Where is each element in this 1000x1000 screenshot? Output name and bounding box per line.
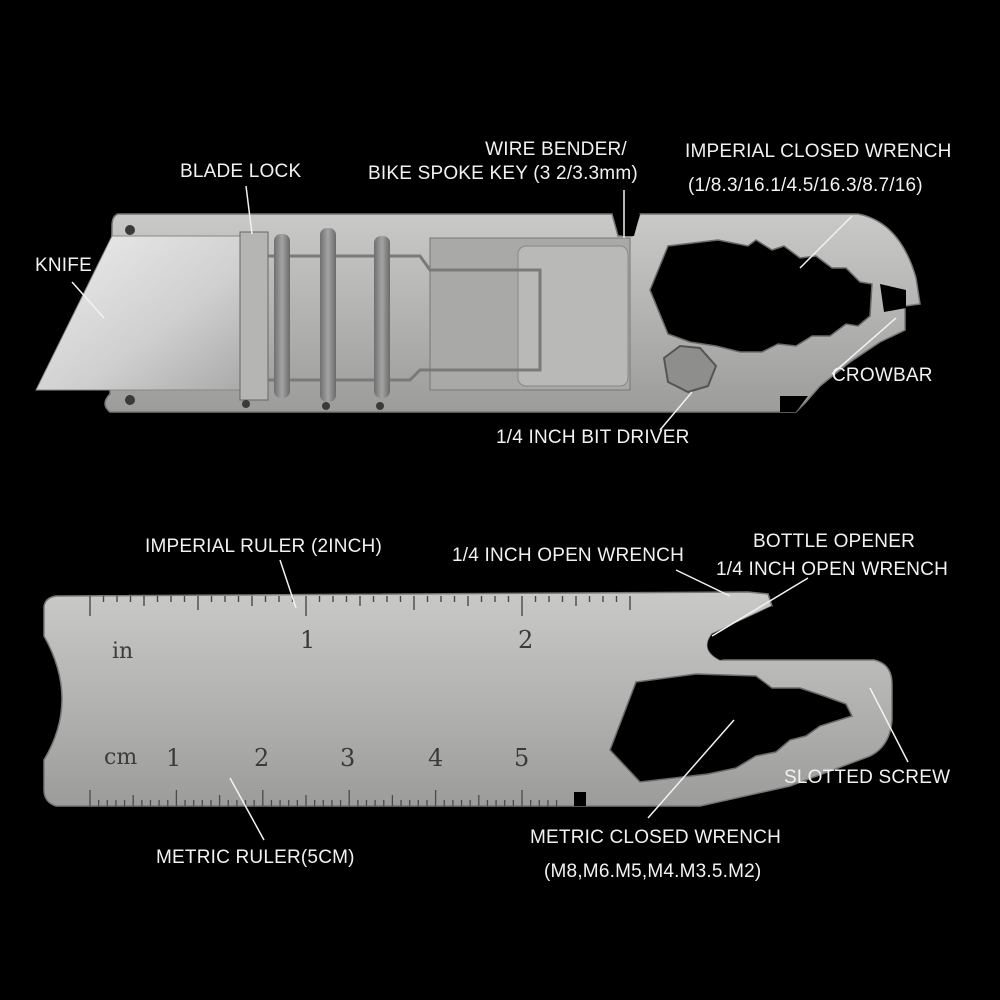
label-imperial-closed-line1: IMPERIAL CLOSED WRENCH xyxy=(685,141,952,162)
metric-wrench-opening xyxy=(609,673,854,783)
leader-blade-lock xyxy=(245,185,253,235)
spring-rod-1 xyxy=(274,234,290,398)
label-metric-ruler: METRIC RULER(5CM) xyxy=(156,847,355,868)
label-knife: KNIFE xyxy=(35,255,92,276)
leader-bottle-opener xyxy=(711,577,809,637)
leader-bit-driver xyxy=(659,391,693,431)
spring-rod-3 xyxy=(374,236,390,398)
label-wire-bender-line2: BIKE SPOKE KEY (3 2/3.3mm) xyxy=(368,163,638,184)
label-bit-driver: 1/4 INCH BIT DRIVER xyxy=(496,427,690,448)
label-imperial-closed-line2: (1/8.3/16.1/4.5/16.3/8.7/16) xyxy=(688,175,923,196)
imperial-wrench-opening xyxy=(649,239,873,353)
leader-metric-ruler xyxy=(229,777,265,841)
label-crowbar: CROWBAR xyxy=(832,365,933,386)
leader-crowbar xyxy=(831,317,897,375)
label-imperial-ruler: IMPERIAL RULER (2INCH) xyxy=(145,536,383,557)
spring-rod-2 xyxy=(320,228,336,402)
leader-metric-closed xyxy=(647,719,735,819)
cm-unit-label: cm xyxy=(104,745,137,770)
leader-open-wrench xyxy=(675,569,731,597)
leader-imperial-closed xyxy=(799,215,853,269)
inch-unit-label: in xyxy=(112,639,133,664)
blade-lock-frame[interactable] xyxy=(239,231,269,401)
bottom-multitool xyxy=(43,591,893,807)
leader-knife xyxy=(71,281,105,319)
label-bottle-opener-line1: BOTTLE OPENER xyxy=(753,531,916,552)
label-blade-lock: BLADE LOCK xyxy=(180,161,302,182)
cm-number-5: 5 xyxy=(514,744,529,772)
label-metric-closed-line2: (M8,M6.M5,M4.M3.5.M2) xyxy=(544,861,762,882)
label-wire-bender-line1: WIRE BENDER/ xyxy=(485,139,627,160)
cm-number-1: 1 xyxy=(166,744,181,772)
leader-imperial-ruler xyxy=(279,559,297,609)
cm-number-3: 3 xyxy=(340,744,355,772)
label-bottle-opener-line2: 1/4 INCH OPEN WRENCH xyxy=(716,559,949,580)
cm-ticks xyxy=(89,790,558,806)
label-metric-closed-line1: METRIC CLOSED WRENCH xyxy=(530,827,782,848)
leader-slotted-screw xyxy=(869,687,909,763)
open-wrench-slot xyxy=(707,606,772,660)
label-open-wrench: 1/4 INCH OPEN WRENCH xyxy=(452,545,685,566)
cm-number-2: 2 xyxy=(254,744,269,772)
inch-ticks xyxy=(89,596,631,616)
bit-driver-hex xyxy=(662,344,718,394)
label-slotted-screw: SLOTTED SCREW xyxy=(784,767,951,788)
crowbar-slot xyxy=(880,284,906,312)
inch-number-2: 2 xyxy=(518,626,533,654)
cm-number-4: 4 xyxy=(428,744,443,772)
inch-number-1: 1 xyxy=(300,626,315,654)
top-multitool xyxy=(35,213,921,413)
